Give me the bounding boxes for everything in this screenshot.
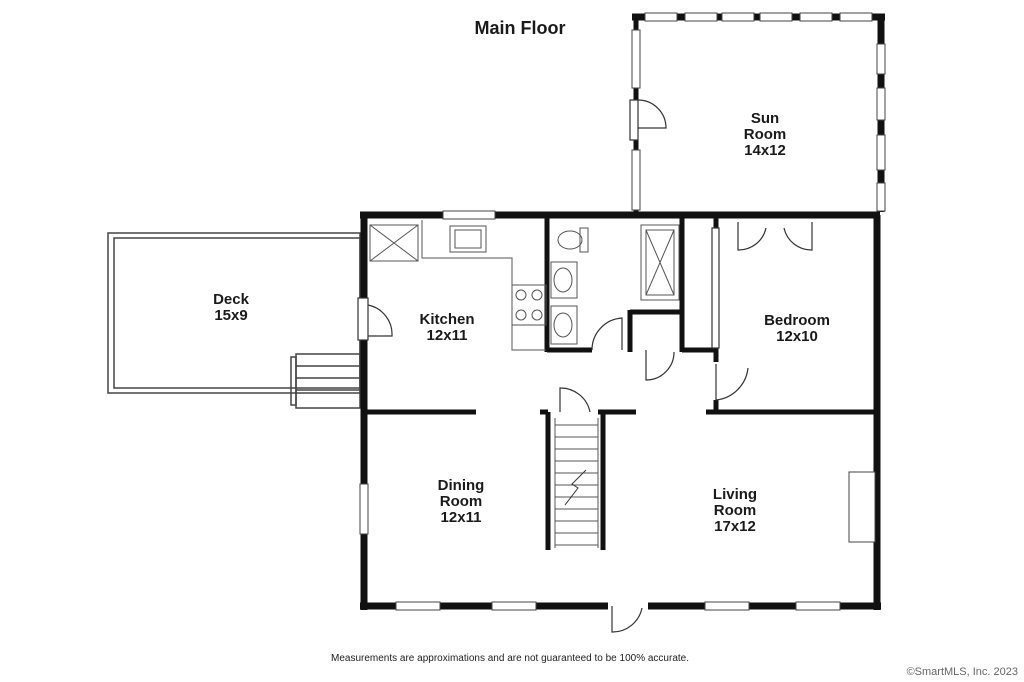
room-dimensions: 12x11	[440, 509, 482, 526]
fireplace	[848, 471, 876, 543]
room-label-bedroom: Bedroom 12x10	[752, 313, 842, 345]
room-label-sun-room: Sun Room 14x12	[720, 111, 810, 159]
room-name: Dining	[437, 477, 485, 494]
sun-room-door	[629, 99, 667, 141]
disclaimer-text: Measurements are approximations and are …	[331, 653, 689, 664]
room-dimensions: 14x12	[744, 142, 786, 159]
room-label-living-room: Living Room 17x12	[690, 487, 780, 535]
room-dimensions: 12x10	[776, 328, 818, 345]
room-name: Deck	[213, 291, 249, 308]
copyright-text: ©SmartMLS, Inc. 2023	[906, 666, 1018, 678]
room-name: Kitchen	[419, 311, 475, 328]
kitchen-fixtures	[369, 220, 547, 351]
stairs	[554, 418, 599, 548]
room-label-kitchen: Kitchen 12x11	[402, 312, 492, 344]
room-name: Living	[712, 486, 758, 503]
room-dimensions: 17x12	[714, 518, 756, 535]
sun-room-windows	[631, 12, 886, 212]
room-label-dining-room: Dining Room 12x11	[416, 478, 506, 526]
doors	[357, 222, 813, 633]
page-title: Main Floor	[474, 18, 566, 38]
windows	[359, 210, 841, 611]
bathroom-fixtures	[550, 224, 680, 345]
room-dimensions: 15x9	[214, 307, 248, 324]
room-name: Bedroom	[764, 312, 830, 329]
room-dimensions: 12x11	[426, 327, 468, 344]
interior-walls	[364, 218, 877, 550]
room-name: Sun	[750, 110, 780, 127]
room-name: Room	[439, 493, 483, 510]
room-name: Room	[713, 502, 757, 519]
room-label-deck: Deck 15x9	[186, 292, 276, 324]
room-name: Room	[743, 126, 787, 143]
